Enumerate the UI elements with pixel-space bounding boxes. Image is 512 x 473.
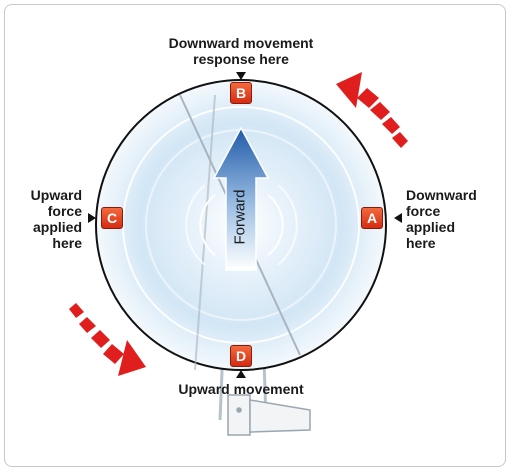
right-label-line3: applied [406, 219, 456, 235]
top-label-line2: response here [193, 51, 289, 67]
tail-section [227, 394, 311, 436]
point-b-marker: B [230, 82, 252, 104]
left-label-line2: force [47, 203, 82, 219]
point-c-marker: C [101, 207, 123, 229]
rotation-arrow-top-right [336, 72, 408, 148]
pointer-left [88, 213, 96, 223]
motion-arcs [185, 184, 298, 266]
right-label-line2: force [406, 203, 441, 219]
rotation-arrow-bottom-left [69, 303, 146, 376]
pointer-right [394, 213, 402, 223]
top-label-line1: Downward movement [168, 35, 314, 51]
forward-label-text: Forward [231, 189, 249, 245]
right-label-line4: here [406, 235, 436, 251]
point-d-marker: D [230, 345, 252, 367]
right-label: Downward force applied here [406, 187, 496, 251]
pointer-bottom [236, 370, 246, 378]
pointer-triangles [88, 72, 402, 378]
forward-label: Forward [230, 189, 250, 244]
left-label: Upward force applied here [20, 187, 82, 251]
left-label-line1: Upward [30, 187, 82, 203]
left-label-line3: applied [32, 219, 82, 235]
left-label-line4: here [52, 235, 82, 251]
point-a-marker: A [361, 207, 383, 229]
right-label-line1: Downward [406, 187, 477, 203]
forward-arrow [212, 126, 270, 271]
pointer-top [236, 72, 246, 80]
bottom-label: Upward movement [178, 381, 304, 397]
top-label: Downward movement response here [150, 35, 332, 67]
